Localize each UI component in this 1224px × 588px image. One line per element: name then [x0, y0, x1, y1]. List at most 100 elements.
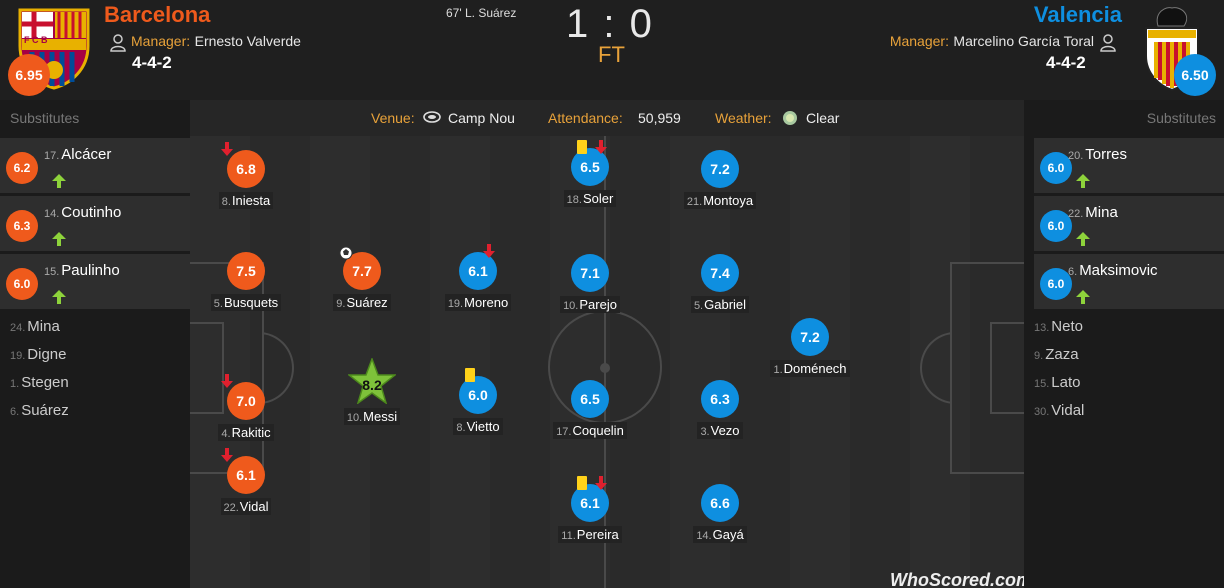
- weather-label: Weather:: [715, 110, 772, 126]
- subbed-on-arrow-icon: [1076, 232, 1090, 246]
- player-rating: 6.5: [571, 380, 609, 418]
- subbed-off-arrow-icon: [595, 140, 607, 154]
- player-name: 10.Parejo: [560, 296, 620, 313]
- subbed-off-arrow-icon: [595, 476, 607, 490]
- player-rating: 8.2: [362, 377, 382, 393]
- player-home-busquets[interactable]: 7.5 5.Busquets: [191, 252, 301, 312]
- player-home-messi[interactable]: 8.2 10.Messi: [317, 356, 427, 426]
- bench-player[interactable]: 1.Stegen: [10, 374, 69, 391]
- player-away-vezo[interactable]: 6.3 3.Vezo: [665, 380, 775, 440]
- player-away-parejo[interactable]: 7.1 10.Parejo: [535, 254, 645, 314]
- bench-player[interactable]: 30.Vidal: [1034, 402, 1085, 419]
- player-rating: 6.6: [701, 484, 739, 522]
- player-name: 19.Moreno: [444, 294, 512, 311]
- substitute-name: 17.Alcácer: [44, 146, 112, 163]
- player-rating: 7.4: [701, 254, 739, 292]
- player-name: 4.Rakitic: [218, 424, 274, 441]
- subbed-on-arrow-icon: [52, 290, 66, 304]
- player-home-iniesta[interactable]: 6.8 8.Iniesta: [191, 142, 301, 210]
- home-manager: Manager: Ernesto Valverde: [131, 33, 301, 49]
- pitch: 6.818.Alba6.88.Iniesta7.523.Umtiti7.55.B…: [190, 136, 1024, 588]
- whoscored-watermark: WhoScored.com: [890, 570, 1024, 588]
- player-rating: 7.5: [227, 252, 265, 290]
- away-team-name[interactable]: Valencia: [1033, 2, 1122, 27]
- yellow-card-icon: [465, 368, 475, 382]
- subbed-on-arrow-icon: [1076, 174, 1090, 188]
- substitute-name: 15.Paulinho: [44, 262, 120, 279]
- player-rating: 6.8: [227, 150, 265, 188]
- subbed-on-arrow-icon: [1076, 290, 1090, 304]
- subbed-off-arrow-icon: [221, 448, 233, 462]
- away-formation: 4-4-2: [1046, 53, 1086, 72]
- player-away-domnech[interactable]: 7.2 1.Doménech: [755, 318, 865, 378]
- player-name: 9.Suárez: [333, 294, 391, 311]
- away-substitutes-heading: Substitutes: [1146, 110, 1216, 126]
- player-name: 14.Gayá: [693, 526, 747, 543]
- home-team-name[interactable]: Barcelona: [104, 2, 211, 27]
- stadium-icon: [423, 111, 441, 123]
- player-away-moreno[interactable]: 6.1 19.Moreno: [423, 244, 533, 312]
- player-name: 22.Vidal: [220, 498, 272, 515]
- bench-player[interactable]: 19.Digne: [10, 346, 67, 363]
- player-away-gay[interactable]: 6.6 14.Gayá: [665, 484, 775, 544]
- substitute-rating: 6.0: [1040, 210, 1072, 242]
- player-home-rakitic[interactable]: 7.0 4.Rakitic: [191, 374, 301, 442]
- player-rating: 6.1: [459, 252, 497, 290]
- bench-player[interactable]: 15.Lato: [1034, 374, 1081, 391]
- player-name: 1.Doménech: [770, 360, 850, 377]
- attendance-label: Attendance:: [548, 110, 623, 126]
- player-name: 3.Vezo: [697, 422, 743, 439]
- away-manager: Manager: Marcelino García Toral: [889, 33, 1094, 49]
- substitute-rating: 6.3: [6, 210, 38, 242]
- match-header: [0, 0, 1224, 100]
- player-rating: 6.5: [571, 148, 609, 186]
- substitute-rating: 6.0: [1040, 152, 1072, 184]
- manager-icon: [110, 34, 126, 52]
- venue-value: Camp Nou: [448, 110, 515, 126]
- subbed-off-arrow-icon: [221, 374, 233, 388]
- substitute-name: 14.Coutinho: [44, 204, 122, 221]
- player-name: 18.Soler: [563, 190, 617, 207]
- substitute-name: 20.Torres: [1068, 146, 1127, 163]
- player-away-vietto[interactable]: 6.0 8.Vietto: [423, 368, 533, 436]
- venue-label: Venue:: [371, 110, 415, 126]
- player-rating: 7.0: [227, 382, 265, 420]
- crest-text: F C B: [24, 35, 48, 45]
- bench-player[interactable]: 9.Zaza: [1034, 346, 1079, 363]
- player-rating: 7.2: [791, 318, 829, 356]
- home-team-rating: 6.95: [8, 54, 50, 96]
- substitute-rating: 6.0: [1040, 268, 1072, 300]
- goal-event: 67' L. Suárez: [446, 6, 517, 20]
- player-name: 17.Coquelin: [553, 422, 627, 439]
- man-of-the-match-star-icon: [346, 356, 398, 409]
- player-name: 5.Busquets: [210, 294, 282, 311]
- match-info-bar: Venue: Camp Nou Attendance: 50,959 Weath…: [190, 100, 1024, 136]
- home-formation: 4-4-2: [132, 53, 172, 72]
- player-name: 10.Messi: [343, 408, 401, 425]
- player-rating: 6.3: [701, 380, 739, 418]
- player-name: 8.Vietto: [453, 418, 503, 435]
- substitute-used-row[interactable]: 6.3 14.Coutinho: [0, 196, 190, 252]
- weather-value: Clear: [806, 110, 840, 126]
- player-away-coquelin[interactable]: 6.5 17.Coquelin: [535, 380, 645, 440]
- bench-player[interactable]: 6.Suárez: [10, 402, 69, 419]
- bench-player[interactable]: 24.Mina: [10, 318, 60, 335]
- subbed-off-arrow-icon: [483, 244, 495, 258]
- home-substitutes-heading: Substitutes: [10, 110, 80, 126]
- bench-player[interactable]: 13.Neto: [1034, 318, 1083, 335]
- player-rating: 6.0: [459, 376, 497, 414]
- match-status: FT: [598, 42, 625, 67]
- player-name: 8.Iniesta: [218, 192, 274, 209]
- player-away-soler[interactable]: 6.5 18.Soler: [535, 140, 645, 208]
- player-rating: 7.1: [571, 254, 609, 292]
